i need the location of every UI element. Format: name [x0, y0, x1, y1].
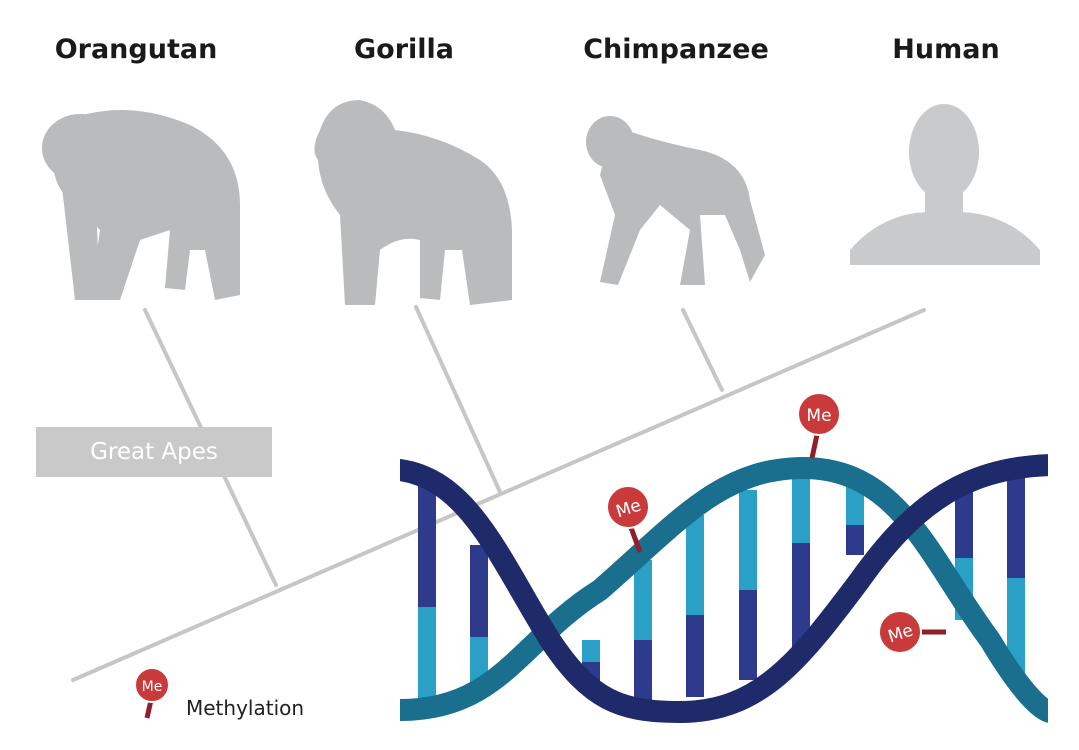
label-orangutan: Orangutan — [55, 34, 218, 65]
methyl-tag: Me — [806, 406, 831, 426]
base-pair — [1007, 470, 1025, 578]
label-gorilla: Gorilla — [354, 34, 454, 65]
base-pair — [846, 525, 864, 555]
orangutan-silhouette — [42, 110, 240, 300]
base-pair — [686, 615, 704, 697]
legend-methyl-tag: Me — [142, 679, 163, 695]
branch-gorilla — [416, 307, 500, 492]
dna-strand-teal — [400, 468, 1050, 712]
base-pair — [470, 545, 488, 637]
methylation-marker: Me — [879, 611, 946, 653]
label-chimpanzee: Chimpanzee — [583, 34, 769, 65]
base-pair — [582, 640, 600, 662]
base-pair — [634, 640, 652, 700]
base-pair — [739, 590, 757, 680]
base-pair — [418, 485, 436, 607]
base-pair — [634, 560, 652, 640]
human-silhouette — [850, 104, 1040, 265]
base-pair — [739, 490, 757, 590]
base-pair — [686, 515, 704, 615]
great-apes-label: Great Apes — [36, 427, 272, 477]
gorilla-silhouette — [314, 100, 512, 305]
branch-chimpanzee — [683, 310, 722, 390]
base-pair — [792, 478, 810, 543]
legend-methylation-icon: Me — [135, 668, 169, 718]
dna-helix — [400, 465, 1050, 712]
label-human: Human — [892, 34, 999, 65]
base-pair — [418, 607, 436, 702]
chimpanzee-silhouette — [586, 116, 765, 285]
legend-label: Methylation — [186, 696, 304, 720]
methylation-marker: Me — [798, 393, 840, 458]
